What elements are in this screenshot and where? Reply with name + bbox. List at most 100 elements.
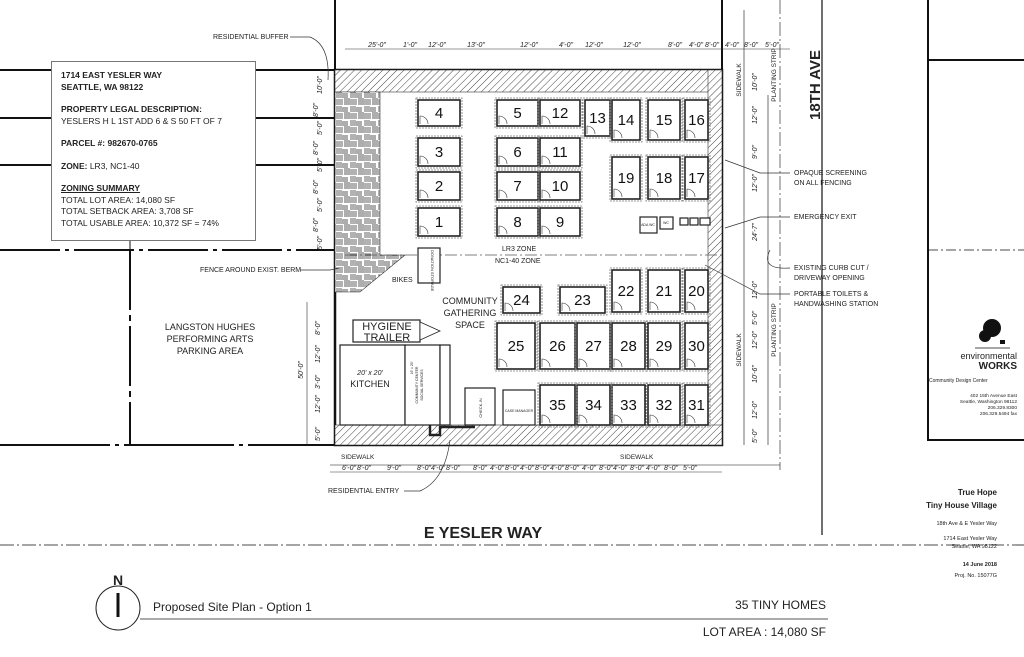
tiny-home-15: 15: [645, 97, 683, 143]
unit-number: 1: [435, 214, 443, 231]
door-swing-icon: [649, 188, 659, 198]
door-swing-icon: [419, 115, 429, 125]
dim-right: 24'-7": [752, 223, 759, 242]
door-swing-icon: [578, 358, 588, 368]
community-center-label: COMMUNITY CENTER: [415, 366, 419, 403]
tiny-home-31: 31: [682, 382, 711, 428]
tiny-home-5: 5: [494, 97, 541, 129]
unit-number: 14: [618, 112, 635, 129]
ada-wc: [639, 216, 658, 234]
project-date: 14 June 2018: [963, 562, 997, 568]
zone-value: LR3, NC1-40: [89, 160, 140, 171]
community-center: [404, 344, 441, 426]
door-swing-icon: [541, 115, 551, 125]
unit-number: 11: [552, 144, 568, 161]
property-info-box: 1714 EAST YESLER WAY SEATTLE, WA 98122 P…: [51, 61, 256, 241]
tiny-home-10: 10: [537, 169, 583, 203]
case-manager: [502, 389, 536, 426]
dim-top: 25'-0": [367, 42, 386, 49]
tiny-home-34: 34: [574, 382, 613, 428]
door-swing-icon: [498, 189, 508, 199]
dim-bottom: 8'-0": [599, 465, 613, 472]
dim-top: 12'-0": [520, 42, 538, 49]
dim-bottom: 8'-0": [446, 465, 460, 472]
callout-residential-buffer: RESIDENTIAL BUFFER: [213, 34, 289, 41]
tiny-home-17: 17: [682, 154, 711, 202]
unit-number: 17: [688, 170, 705, 187]
dim-left-overall: 50'-0": [298, 361, 305, 379]
unit-number: 10: [552, 178, 569, 195]
community-label-2: GATHERING: [444, 308, 497, 318]
dim-bottom: 4'-0": [646, 465, 660, 472]
dim-top: 4'-0": [559, 42, 573, 49]
tiny-home-6: 6: [494, 135, 541, 169]
wc-label: WC: [663, 221, 669, 225]
dim-left-upper: 8'-0": [313, 180, 320, 194]
dim-right: 12'-0": [752, 106, 759, 124]
tiny-home-2: 2: [415, 169, 463, 203]
tiny-home-16: 16: [682, 97, 711, 143]
door-swing-icon: [541, 414, 551, 424]
dim-right: 12'-0": [752, 331, 759, 349]
sidewalk-label-south-2: SIDEWALK: [620, 454, 654, 461]
unit-number: 9: [556, 214, 564, 231]
north-label: N: [113, 572, 123, 588]
project-number: Proj. No. 15077G: [955, 573, 998, 579]
dim-bottom: 4'-0": [520, 465, 534, 472]
tiny-home-23: 23: [557, 284, 608, 316]
door-swing-icon: [541, 358, 551, 368]
door-swing-icon: [498, 155, 508, 165]
project-info: True Hope Tiny House Village 18th Ave & …: [926, 488, 997, 579]
planting-strip-label-2: PLANTING STRIP: [771, 303, 778, 356]
ramp: [439, 344, 451, 426]
dim-left-lower: 8'-0": [315, 321, 322, 335]
dim-top: 4'-0": [689, 42, 703, 49]
dim-bottom: 8'-0": [473, 465, 487, 472]
dim-top: 1'-0": [403, 42, 417, 49]
tiny-home-13: 13: [582, 97, 613, 139]
dim-bottom: 9'-0": [387, 465, 401, 472]
tiny-home-21: 21: [645, 267, 683, 315]
dim-right: 9'-0": [752, 145, 759, 159]
dim-top: 12'-0": [623, 42, 641, 49]
callout-emergency-exit: EMERGENCY EXIT: [794, 214, 857, 221]
tiny-home-4: 4: [415, 97, 463, 129]
dim-top: 8'-0": [668, 42, 682, 49]
facilities: [339, 216, 711, 437]
zone-label: ZONE:: [61, 160, 88, 171]
dim-right: 12'-0": [752, 401, 759, 419]
door-swing-icon: [578, 414, 588, 424]
dim-bottom: 5'-0": [683, 465, 697, 472]
unit-number: 12: [552, 105, 569, 122]
dim-right: 12'-0": [752, 281, 759, 299]
firm-phone: 206.329.8300: [988, 405, 1018, 411]
unit-number: 23: [574, 292, 591, 309]
dim-left-upper: 8'-0": [313, 103, 320, 117]
door-swing-icon: [649, 301, 659, 311]
project-address-2: Seattle, WA 98122: [952, 544, 997, 550]
dim-right: 10'-6": [752, 365, 759, 383]
tiny-home-8: 8: [494, 205, 541, 239]
door-swing-icon: [498, 115, 508, 125]
unit-number: 6: [513, 144, 521, 161]
dim-top: 8'-0": [705, 42, 719, 49]
tiny-home-19: 19: [609, 154, 643, 202]
dim-top: 8'-0": [744, 42, 758, 49]
unit-number: 8: [513, 214, 521, 231]
tiny-home-9: 9: [537, 205, 583, 239]
hygiene-label-1: HYGIENE: [362, 321, 412, 333]
zone-label-lr3: LR3 ZONE: [502, 246, 537, 253]
dimension-labels: 25'-0"1'-0"12'-0"13'-0"12'-0"4'-0"12'-0"…: [298, 42, 790, 473]
dim-bottom: 8'-0": [565, 465, 579, 472]
dim-right: 5'-0": [752, 311, 759, 325]
dim-top: 13'-0": [467, 42, 485, 49]
tiny-home-30: 30: [682, 320, 711, 372]
door-swing-icon: [613, 414, 623, 424]
unit-number: 7: [513, 178, 521, 195]
tiny-home-32: 32: [645, 382, 683, 428]
summary-usable-area: TOTAL USABLE AREA: 10,372 SF = 74%: [61, 217, 219, 228]
dim-bottom: 6'-0": [342, 465, 356, 472]
drawing-title: Proposed Site Plan - Option 1: [153, 600, 312, 614]
storage-label: DONATION STORAGE: [430, 250, 435, 292]
project-address-1: 1714 East Yesler Way: [943, 536, 997, 542]
